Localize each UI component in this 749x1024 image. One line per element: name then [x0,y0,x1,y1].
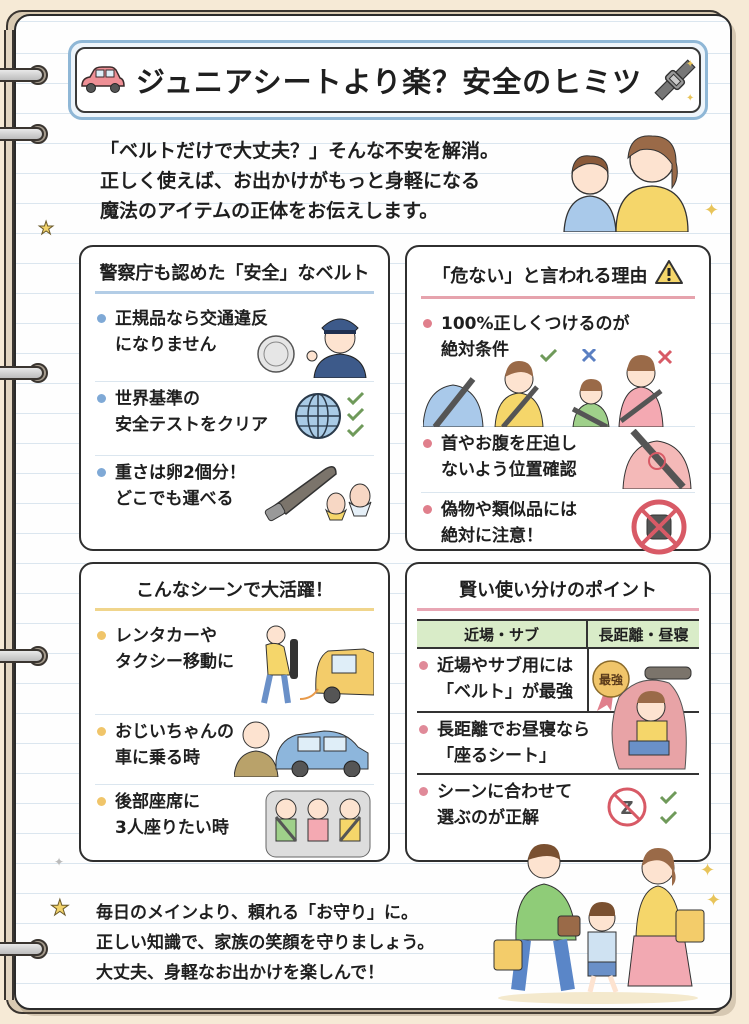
list-item: 後部座席に 3人座りたい時 [95,785,374,863]
intro-line: 魔法のアイテムの正体をお伝えします。 [100,200,439,222]
bullet-dot [423,439,432,448]
card-title-text: こんなシーンで大活躍！ [135,580,334,601]
item-text: おじいちゃんの 車に乗る時 [115,722,234,768]
svg-text:✦: ✦ [686,59,694,70]
item-text: 後部座席に 3人座りたい時 [115,792,229,838]
bullet-dot [419,661,428,670]
list-item: 世界基準の 安全テストをクリア [95,382,374,456]
binder-ring [0,68,44,82]
list-item: 偽物や類似品には 絶対に注意！ [421,493,695,563]
sparkle-icon: ✦ [704,200,720,221]
item-text: 世界基準の 安全テストをクリア [115,389,268,435]
bullet-dot [97,314,106,323]
table-divider [587,647,589,711]
bullet-dot [97,468,106,477]
star-icon: ★ [37,218,55,240]
list-item: おじいちゃんの 車に乗る時 [95,715,374,785]
table-header: 長距離・昼寝 [586,619,699,649]
belt-pressure-icon [621,428,693,493]
bullet-dot [423,505,432,514]
item-text: 首やお腹を圧迫し ないよう位置確認 [441,434,577,480]
binder-ring [0,127,44,141]
list-item: 正規品なら交通違反 になりません [95,302,374,382]
item-text: 長距離でお昼寝なら 「座るシート」 [437,720,590,766]
card-danger-reasons: 「危ない」と言われる理由 100%正しくつけるのが 絶対条件 [405,245,711,555]
globe-check-icon [294,388,374,448]
card-title: 警察庁も認めた「安全」なベルト [95,259,374,294]
binder-ring [0,366,44,380]
three-kids-backseat-icon [264,787,374,865]
bullet-dot [423,319,432,328]
bullet-dot [97,797,106,806]
child-car-seat-icon [599,673,699,777]
bullet-dot [97,727,106,736]
item-text: 正規品なら交通違反 になりません [115,309,268,355]
card-title: こんなシーンで大活躍！ [95,576,374,611]
child-and-mother-icon [556,128,696,233]
item-text: 近場やサブ用には 「ベルト」が最強 [437,656,573,702]
footer-line: 毎日のメインより、頼れる「お守り」に。 [96,903,418,923]
card-usage-scenes: こんなシーンで大活躍！ レンタカーや タクシー移動に おじいちゃんの 車に乗る時 [79,562,390,862]
taxi-rental-icon [254,619,375,713]
bullet-dot [419,787,428,796]
list-item: レンタカーや タクシー移動に [95,619,375,715]
bullet-dot [97,631,106,640]
item-text: 重さは卵2個分！ どこでも運べる [115,463,246,509]
sparkle-icon: ✦ [700,860,716,881]
list-item: 100%正しくつけるのが 絶対条件 [421,307,695,430]
item-text: 100%正しくつけるのが 絶対条件 [441,314,630,360]
belt-fit-examples-icon [422,347,693,431]
bullet-dot [97,394,106,403]
sparkle-icon: ✦ [54,855,65,869]
seatbelt-buckle-icon: ✦ ✦ [652,57,698,104]
family-walking-icon [488,840,708,1004]
card-usage-tips: 賢い使い分けのポイント 近場・サブ 長距離・昼寝 近場やサブ用には 「ベルト」が… [405,562,711,862]
table-header: 近場・サブ [417,619,587,649]
page-title: ジュニアシートより楽？安全のヒミツ [135,65,643,99]
card-police-approved: 警察庁も認めた「安全」なベルト 正規品なら交通違反 になりません 世界基準の 安… [79,245,390,551]
police-officer-icon [254,306,374,382]
list-item: 近場やサブ用には 「ベルト」が最強 最強 [417,647,699,715]
binder-ring [0,942,44,956]
title-banner: ジュニアシートより楽？安全のヒミツ ✦ ✦ [68,40,708,120]
notebook-spine [4,30,14,1000]
card-title: 「危ない」と言われる理由 [421,259,695,299]
footer-line: 正しい知識で、家族の笑顔を守りましょう。 [96,933,435,953]
list-item: 首やお腹を圧迫し ないよう位置確認 [421,427,695,493]
best-badge-belt-icon: 最強 [589,655,699,715]
prohibited-fake-icon [631,499,687,559]
item-text: レンタカーや タクシー移動に [115,626,234,672]
card-title-text: 警察庁も認めた「安全」なベルト [99,263,370,284]
card-title-text: 「危ない」と言われる理由 [432,265,648,287]
sparkle-icon: ✦ [706,890,722,911]
bullet-dot [419,725,428,734]
car-icon [78,64,126,96]
no-sleep-check-icon: Z [607,785,687,835]
footer-message: 毎日のメインより、頼れる「お守り」に。 正しい知識で、家族の笑顔を守りましょう。… [96,898,516,988]
svg-text:最強: 最強 [599,672,623,687]
grandpa-car-icon [233,717,374,781]
card-title: 賢い使い分けのポイント [417,576,699,611]
footer-line: 大丈夫、身軽なお出かけを楽しんで！ [96,963,385,983]
item-text: シーンに合わせて 選ぶのが正解 [437,782,573,828]
comparison-table: 近場・サブ 長距離・昼寝 [417,619,699,649]
list-item: シーンに合わせて 選ぶのが正解 Z [417,775,699,843]
list-item: 重さは卵2個分！ どこでも運べる [95,456,374,542]
belt-and-eggs-icon [264,456,374,534]
star-icon: ★ [50,896,71,922]
binder-ring [0,649,44,663]
item-text: 偽物や類似品には 絶対に注意！ [441,500,577,546]
warning-icon [654,259,684,290]
card-title-text: 賢い使い分けのポイント [459,580,657,601]
intro-line: 「ベルトだけで大丈夫？」そんな不安を解消。 [100,140,500,162]
svg-text:✦: ✦ [686,93,694,103]
intro-text: 「ベルトだけで大丈夫？」そんな不安を解消。 正しく使えば、お出かけがもっと身軽に… [100,136,540,226]
list-item: 長距離でお昼寝なら 「座るシート」 [417,679,699,775]
intro-line: 正しく使えば、お出かけがもっと身軽になる [100,170,481,192]
